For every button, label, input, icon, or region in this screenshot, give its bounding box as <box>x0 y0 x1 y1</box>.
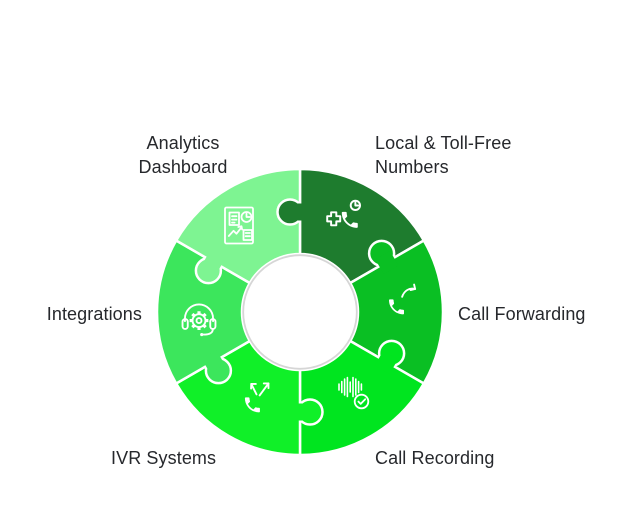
puzzle-tab-neck-call-forwarding <box>375 250 399 275</box>
label-call-forwarding: Call Forwarding <box>458 304 586 324</box>
label-line: Numbers <box>375 157 449 177</box>
puzzle-tab-neck-local-toll-free-numbers <box>292 203 309 221</box>
label-line: Dashboard <box>138 157 228 177</box>
label-analytics-dashboard: Analytics Dashboard <box>98 131 268 179</box>
puzzle-tab-neck-ivr-systems <box>291 403 308 421</box>
label-line: Local & Toll-Free <box>375 133 512 153</box>
label-integrations: Integrations <box>46 304 142 324</box>
segment-analytics-dashboard <box>174 167 302 285</box>
puzzle-tab-neck-analytics-dashboard <box>202 249 226 274</box>
puzzle-tab-neck-integrations <box>201 349 225 374</box>
label-ivr-systems: IVR Systems <box>111 448 217 468</box>
label-local-toll-free-numbers: Local & Toll-Free Numbers <box>375 131 565 179</box>
segment-call-recording <box>298 339 426 457</box>
puzzle-tabs <box>194 198 406 426</box>
donut-hole <box>242 254 358 370</box>
puzzle-tab-neck-call-recording <box>374 350 398 375</box>
label-line: Analytics <box>146 133 220 153</box>
donut-segments <box>155 167 445 457</box>
label-call-recording: Call Recording <box>375 448 495 468</box>
segment-integrations <box>155 239 252 385</box>
donut-hole-rim <box>242 254 358 370</box>
